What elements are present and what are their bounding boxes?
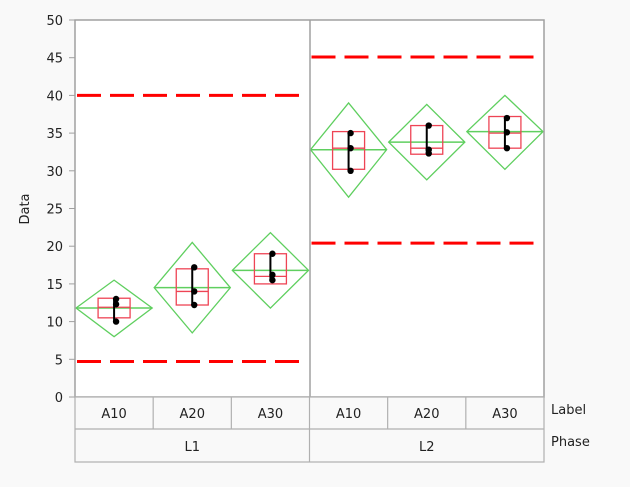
y-tick-label: 45 <box>46 52 63 67</box>
label-level-name: Label <box>551 403 586 418</box>
phase-cell: L2 <box>419 440 435 455</box>
group-L2-A10 <box>309 101 388 199</box>
data-point <box>503 114 511 122</box>
data-point <box>112 295 120 303</box>
label-cell: A30 <box>258 407 283 422</box>
data-point <box>347 167 354 174</box>
data-point <box>425 150 432 157</box>
label-cell: A20 <box>180 407 205 422</box>
phase-cell: L1 <box>184 440 200 455</box>
group-L2-A30 <box>465 94 544 171</box>
data-point <box>191 301 198 309</box>
data-point <box>347 129 354 137</box>
y-tick-label: 50 <box>46 14 63 29</box>
group-glyphs <box>74 94 544 338</box>
group-L1-A20 <box>153 241 232 334</box>
y-tick-label: 5 <box>55 353 63 368</box>
data-point <box>503 144 511 152</box>
y-axis: 0 5 10 15 20 25 30 35 40 45 50 <box>46 14 75 406</box>
label-cell: A10 <box>101 407 126 422</box>
data-point <box>425 122 432 129</box>
data-point <box>191 264 198 271</box>
group-L1-A30 <box>231 231 310 309</box>
label-cell: A30 <box>492 407 517 422</box>
y-tick-label: 0 <box>55 391 63 406</box>
group-L2-A20 <box>387 103 466 181</box>
data-point <box>347 144 354 152</box>
y-tick-label: 25 <box>46 203 63 218</box>
data-point <box>112 318 120 325</box>
label-cell: A10 <box>336 407 361 422</box>
limit-lines <box>77 55 534 364</box>
data-point <box>503 129 511 136</box>
data-point <box>269 271 276 279</box>
y-tick-label: 35 <box>46 127 63 142</box>
phase-level-name: Phase <box>551 435 590 450</box>
y-tick-label: 40 <box>46 89 63 104</box>
y-tick-label: 20 <box>46 240 63 255</box>
data-point <box>269 250 276 257</box>
data-point <box>269 276 276 284</box>
y-tick-label: 30 <box>46 165 63 180</box>
data-point <box>112 301 120 308</box>
y-tick-label: 15 <box>46 278 63 293</box>
y-axis-label: Data <box>18 193 33 224</box>
data-point <box>191 288 198 295</box>
label-cell: A20 <box>414 407 439 422</box>
group-L1-A10 <box>74 279 154 338</box>
y-tick-label: 10 <box>46 316 63 331</box>
